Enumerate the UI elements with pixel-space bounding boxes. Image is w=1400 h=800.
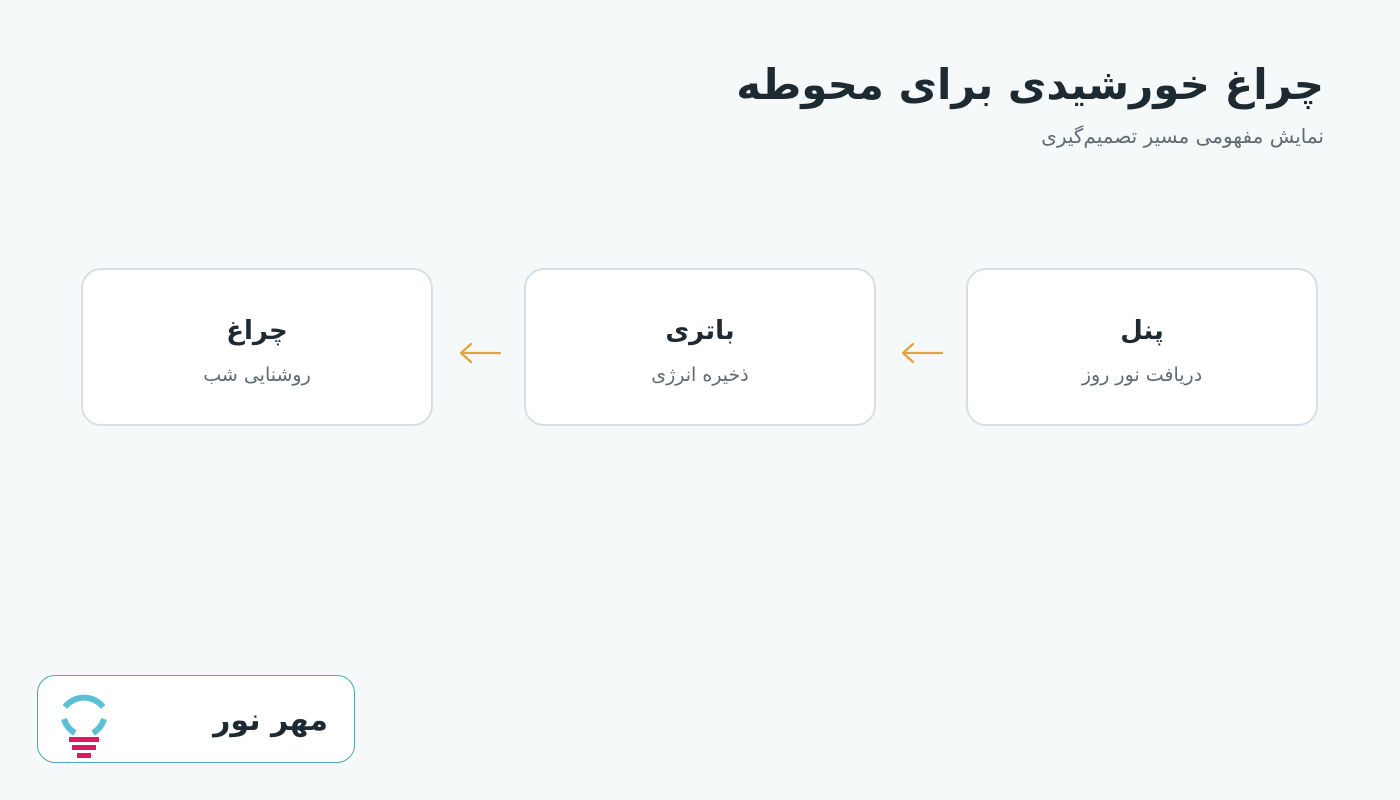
step-title: پنل	[1120, 316, 1164, 346]
brand-badge: مهر نور	[37, 675, 355, 763]
header: چراغ خورشیدی برای محوطه نمایش مفهومی مسی…	[324, 58, 1324, 150]
page-subtitle: نمایش مفهومی مسیر تصمیم‌گیری	[1041, 124, 1324, 148]
step-title: باتری	[665, 316, 735, 346]
step-card-battery: باتری ذخیره انرژی	[524, 268, 876, 426]
step-card-lamp: چراغ روشنایی شب	[81, 268, 433, 426]
step-title: چراغ	[226, 316, 288, 346]
arrow-left-icon	[459, 342, 502, 364]
page-title: چراغ خورشیدی برای محوطه	[736, 60, 1324, 109]
step-card-panel: پنل دریافت نور روز	[966, 268, 1318, 426]
arrow-left-icon	[901, 342, 944, 364]
lamp-icon	[61, 694, 107, 758]
step-subtitle: ذخیره انرژی	[651, 364, 749, 386]
brand-name: مهر نور	[213, 703, 328, 738]
step-subtitle: دریافت نور روز	[1081, 364, 1203, 386]
step-subtitle: روشنایی شب	[203, 364, 311, 386]
